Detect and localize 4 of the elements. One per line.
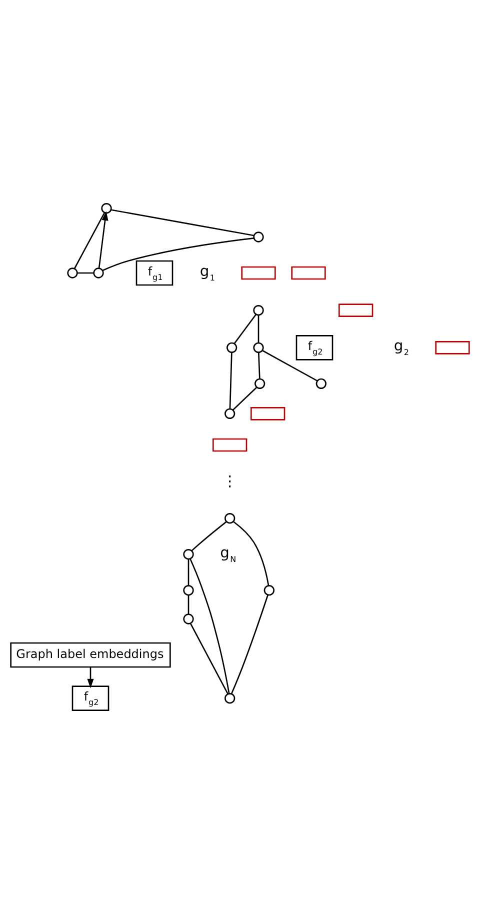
label: g$_{2}$: [394, 337, 409, 357]
label: ⋮: [222, 472, 238, 490]
label: g$_{1}$: [200, 262, 215, 282]
label: g$_{N}$: [220, 544, 236, 564]
